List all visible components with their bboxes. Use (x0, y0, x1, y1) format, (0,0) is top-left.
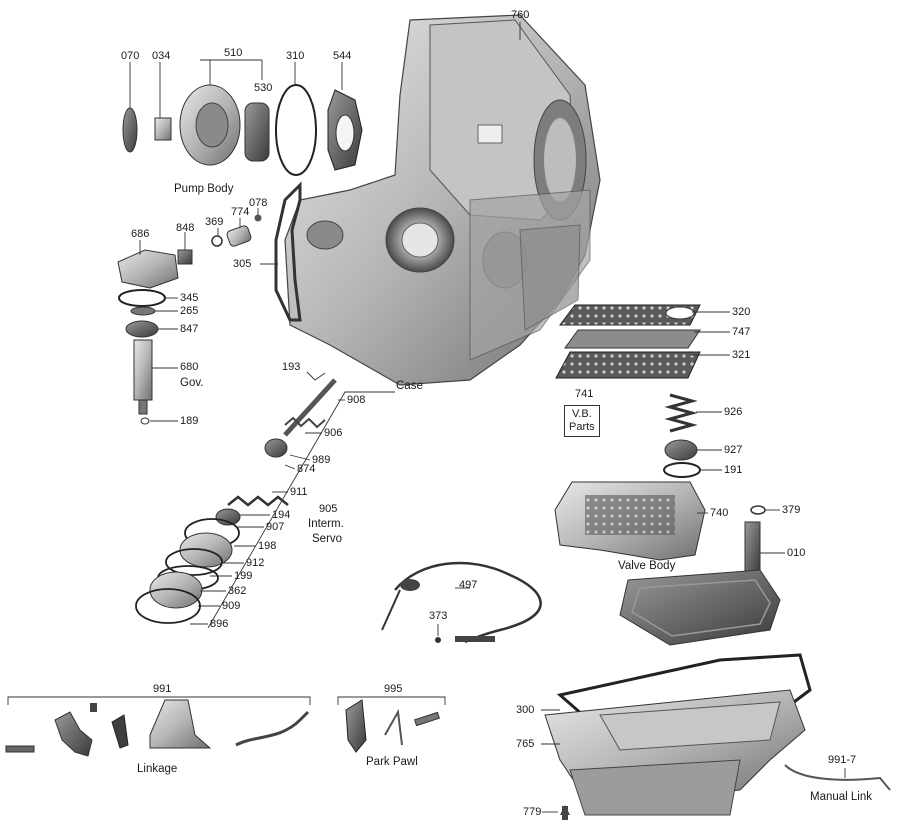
label-193: 193 (282, 361, 301, 373)
label-747: 747 (732, 326, 751, 338)
caption-interm: Interm. (308, 518, 344, 530)
label-497: 497 (459, 579, 478, 591)
label-926: 926 (724, 406, 743, 418)
label-265: 265 (180, 305, 199, 317)
label-760: 760 (511, 9, 530, 21)
label-369: 369 (205, 216, 224, 228)
label-300: 300 (516, 704, 535, 716)
label-765: 765 (516, 738, 535, 750)
label-912: 912 (246, 557, 265, 569)
label-373: 373 (429, 610, 448, 622)
caption-linkage: Linkage (137, 763, 178, 775)
caption-servo: Servo (312, 533, 343, 545)
label-321: 321 (732, 349, 751, 361)
label-189: 189 (180, 415, 199, 427)
label-034: 034 (152, 50, 171, 62)
label-199: 199 (234, 570, 253, 582)
label-078: 078 (249, 197, 268, 209)
caption-manual-link: Manual Link (810, 791, 873, 803)
label-305: 305 (233, 258, 252, 270)
label-530: 530 (254, 82, 273, 94)
label-848: 848 (176, 222, 195, 234)
caption-park-pawl: Park Pawl (366, 756, 418, 768)
label-774: 774 (231, 206, 250, 218)
label-194: 194 (272, 509, 291, 521)
label-310: 310 (286, 50, 305, 62)
label-070: 070 (121, 50, 140, 62)
governor-group (117, 214, 262, 425)
label-544: 544 (333, 50, 352, 62)
label-198: 198 (258, 540, 277, 552)
label-911: 911 (290, 486, 308, 498)
throttle-cable (381, 561, 542, 644)
label-010: 010 (787, 547, 806, 559)
oil-pan-group (544, 653, 812, 820)
label-908: 908 (347, 394, 366, 406)
label-686: 686 (131, 228, 150, 240)
label-191: 191 (724, 464, 743, 476)
caption-valve-body: Valve Body (618, 560, 676, 572)
label-907: 907 (266, 521, 285, 533)
label-927: 927 (724, 444, 743, 456)
label-874: 874 (297, 463, 316, 475)
label-320: 320 (732, 306, 751, 318)
vb-parts-box: V.B. Parts (564, 405, 600, 437)
label-779: 779 (523, 806, 542, 818)
label-991: 991 (153, 683, 172, 695)
label-379: 379 (782, 504, 801, 516)
label-362: 362 (228, 585, 247, 597)
caption-parts: Parts (569, 421, 595, 433)
linkage-parts (5, 699, 891, 791)
case-gasket (274, 181, 302, 322)
label-909: 909 (222, 600, 241, 612)
pump-group (122, 84, 363, 176)
label-906: 906 (324, 427, 343, 439)
caption-gov: Gov. (180, 377, 204, 389)
caption-pump-body: Pump Body (174, 183, 234, 195)
servo-group (135, 378, 337, 624)
label-740: 740 (710, 507, 729, 519)
label-896: 896 (210, 618, 229, 630)
label-680: 680 (180, 361, 199, 373)
leader-lines (7, 22, 846, 813)
transmission-case (284, 14, 601, 386)
label-991-7: 991-7 (828, 754, 857, 766)
label-510: 510 (224, 47, 243, 59)
label-345: 345 (180, 292, 199, 304)
label-905: 905 (319, 503, 338, 515)
caption-case: Case (396, 380, 423, 392)
label-989: 989 (312, 454, 331, 466)
label-741: 741 (575, 388, 594, 400)
label-847: 847 (180, 323, 199, 335)
caption-vb: V.B. (571, 408, 592, 420)
valve-body-group (554, 304, 781, 646)
label-995: 995 (384, 683, 403, 695)
